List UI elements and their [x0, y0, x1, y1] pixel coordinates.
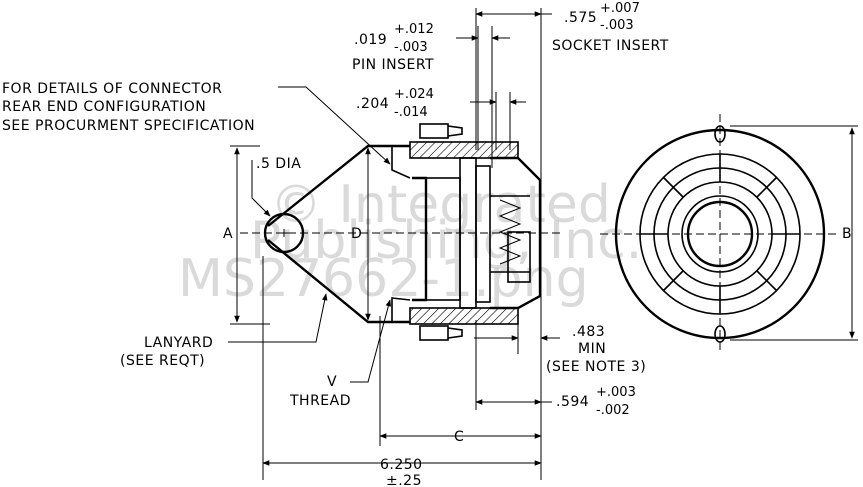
socket-insert-plus: +.007 — [600, 1, 640, 16]
side-view — [240, 123, 560, 341]
lanyard-upper — [267, 144, 410, 227]
pin-insert-plus: +.012 — [394, 22, 434, 37]
watermark: © Integrated Publishing, Inc. MS27662-1.… — [178, 175, 642, 309]
details-note-line2: REAR END CONFIGURATION — [2, 99, 206, 115]
min-label: MIN — [578, 341, 606, 357]
lanyard-lower — [267, 239, 410, 324]
socket-insert-minus: -.003 — [600, 18, 634, 33]
watermark-line1: © Integrated — [270, 175, 611, 235]
pin-insert-nominal: .019 — [354, 32, 387, 48]
v-label: V — [327, 374, 337, 390]
front-view — [600, 114, 840, 352]
socket-insert-nominal: .575 — [564, 10, 597, 26]
dimension-lines — [228, 8, 858, 480]
dim-d-label: D — [351, 226, 362, 242]
dia-label: .5 DIA — [256, 156, 301, 172]
dim-a-label: A — [223, 226, 233, 242]
d204-plus: +.024 — [394, 87, 434, 102]
overall-tolerance: ±.25 — [386, 473, 422, 487]
lower-screw — [419, 325, 449, 341]
upper-flange — [409, 141, 519, 159]
d204-minus: -.014 — [394, 105, 428, 120]
pin-insert-label: PIN INSERT — [352, 57, 434, 73]
overall-nominal: 6.250 — [380, 457, 423, 473]
details-note-line3: SEE PROCURMENT SPECIFICATION — [2, 118, 255, 134]
thread-label: THREAD — [289, 393, 351, 409]
upper-screw — [419, 123, 449, 139]
d204-nominal: .204 — [356, 96, 389, 112]
lanyard-note: (SEE REQT) — [120, 353, 205, 369]
min-note: (SEE NOTE 3) — [546, 359, 646, 375]
details-note-line1: FOR DETAILS OF CONNECTOR — [2, 81, 222, 97]
d594-nominal: .594 — [556, 394, 589, 410]
min-nominal: .483 — [572, 324, 605, 340]
watermark-line2: Publishing, Inc. — [250, 211, 642, 271]
lanyard-label: LANYARD — [144, 335, 213, 351]
d594-minus: -.002 — [596, 403, 630, 418]
dim-c-label: C — [454, 429, 464, 445]
dim-b-label: B — [842, 226, 852, 242]
d594-plus: +.003 — [596, 385, 636, 400]
lower-flange — [409, 307, 519, 325]
socket-insert-label: SOCKET INSERT — [552, 38, 669, 54]
watermark-line3: MS27662-1.png — [178, 249, 589, 309]
pin-insert-minus: -.003 — [394, 40, 428, 55]
front-shell — [490, 156, 542, 310]
